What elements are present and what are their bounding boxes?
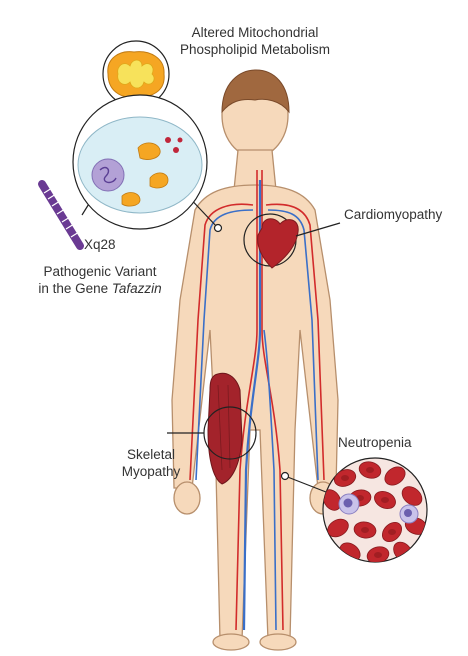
right-foot [212,633,250,651]
label-skeletal-myopathy: Skeletal Myopathy [96,446,206,480]
nucleus [91,158,125,192]
label-cardiomyopathy: Cardiomyopathy [344,207,443,222]
label-xq28: Xq28 [84,237,116,252]
cell-zoom [72,94,208,230]
human-body-figure [171,72,339,651]
heart-icon [257,218,299,269]
vesicle-b [173,147,179,153]
wbc-nucleus-a [343,498,353,508]
label-variant-line2: in the Gene Tafazzin [10,280,190,297]
left-foot [259,633,297,651]
vein-main-b [263,329,277,631]
label-neutropenia: Neutropenia [338,435,412,450]
right-hand [173,481,201,515]
cell-mito-b [149,172,169,189]
leader-neutro [284,475,327,493]
blood-zoom [322,457,428,563]
wbc-nucleus-b [404,509,412,517]
leader-cardio [295,222,341,237]
hair [221,69,290,114]
artery-arm-b [265,203,325,481]
muscle-icon [207,372,243,485]
label-skeletal-line2: Myopathy [121,464,181,479]
wrist-marker [280,471,290,481]
muscle-fibers [217,384,231,471]
neck [233,149,277,191]
mitochondrion-zoom [102,40,170,108]
vein-arm-b [267,209,319,481]
vein-arm-a [195,209,254,481]
blood-vessels [189,170,325,631]
vein-main-a [242,180,262,631]
chromatin [99,166,117,184]
cell-mito-a [137,142,161,160]
chromosome-body [38,180,84,250]
chest-marker [213,223,223,233]
mitochondrion-cristae [117,59,155,89]
label-mito-phospholipid: Altered Mitochondrial Phospholipid Metab… [150,24,360,58]
torso-and-limbs [171,184,339,641]
vesicle-a [165,137,171,143]
label-variant-line1: Pathogenic Variant [43,264,157,279]
label-pathogenic-variant: Pathogenic Variant in the Gene Tafazzin [10,263,190,297]
label-variant-gene: Tafazzin [111,281,162,296]
cell-mito-c [121,192,141,207]
label-mito-line2: Phospholipid Metabolism [179,42,331,57]
label-skeletal-line1: Skeletal [126,447,176,462]
artery-arm-a [189,203,254,481]
label-mito-line1: Altered Mitochondrial [191,25,319,40]
vesicle-c [177,137,183,143]
label-variant-prefix: in the Gene [38,281,112,296]
chromosome-icon [38,180,84,250]
artery-left-leg [235,170,258,631]
